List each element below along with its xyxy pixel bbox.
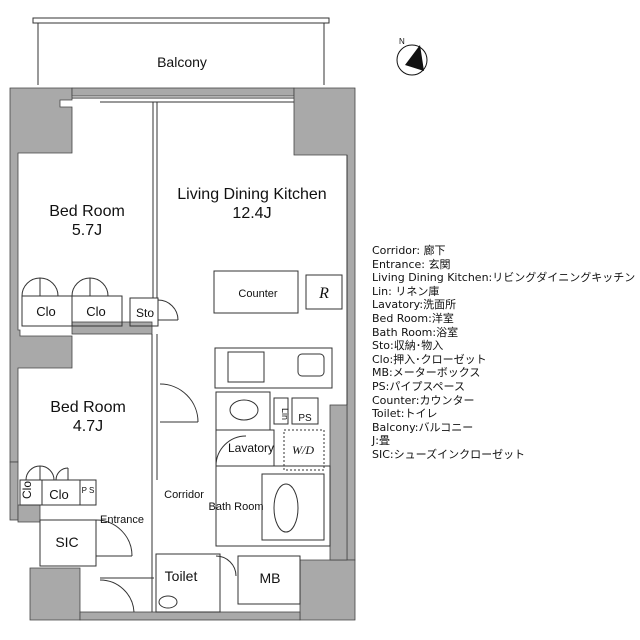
clo-2-label: Clo xyxy=(86,304,106,319)
room-labels: Balcony Bed Room 5.7J Living Dining Kitc… xyxy=(20,54,329,586)
legend-item: Bath Room:浴室 xyxy=(372,325,459,339)
toilet-label: Toilet xyxy=(165,568,198,584)
ps-2-label: P S xyxy=(82,486,95,495)
legend-item: J:畳 xyxy=(372,434,390,448)
corridor-label: Corridor xyxy=(164,489,204,501)
balcony xyxy=(32,17,330,85)
wd-label: W/D xyxy=(292,443,314,457)
entrance-label: Entrance xyxy=(100,514,144,526)
legend-item: Balcony:バルコニー xyxy=(372,420,474,434)
lin-label: Lin xyxy=(280,408,290,420)
bed-room-1-label: Bed Room xyxy=(49,203,125,220)
legend-item: MB:メーターボックス xyxy=(372,366,481,380)
bath-room-label: Bath Room xyxy=(208,501,263,513)
legend-item: Corridor: 廊下 xyxy=(372,244,446,257)
mb-label: MB xyxy=(260,570,281,586)
compass: N xyxy=(396,37,428,76)
legend-item: Counter:カウンター xyxy=(372,393,475,407)
bed-room-2-label: Bed Room xyxy=(50,399,126,416)
clo-3-label: Clo xyxy=(20,481,34,499)
clo-1-label: Clo xyxy=(36,304,56,319)
legend-item: Lin: リネン庫 xyxy=(372,284,440,298)
counter-label: Counter xyxy=(238,288,277,300)
legend-item: Living Dining Kitchen:リビングダイニングキッチン xyxy=(372,271,636,285)
legend-item: Clo:押入･クローゼット xyxy=(372,352,487,366)
refrigerator-label: R xyxy=(318,285,329,302)
ldk-size: 12.4J xyxy=(232,205,271,222)
bed-room-2-size: 4.7J xyxy=(73,418,103,435)
legend-item: Toilet:トイレ xyxy=(372,407,438,421)
legend-item: Entrance: 玄関 xyxy=(372,257,451,271)
ldk-label: Living Dining Kitchen xyxy=(177,186,326,203)
sto-label: Sto xyxy=(136,306,154,320)
legend-item: Lavatory:洗面所 xyxy=(372,298,457,312)
interior-lines xyxy=(19,97,348,613)
ps-1-label: PS xyxy=(298,413,312,424)
legend-item: SIC:シューズインクローゼット xyxy=(372,447,526,461)
legend-item: Bed Room:洋室 xyxy=(372,311,454,325)
compass-north-label: N xyxy=(399,37,405,46)
lavatory-label: Lavatory xyxy=(228,441,274,455)
bed-room-1-size: 5.7J xyxy=(72,222,102,239)
legend-item: Sto:収納･物入 xyxy=(372,339,444,353)
exterior-walls xyxy=(9,87,356,621)
balcony-label: Balcony xyxy=(157,54,207,70)
legend: Corridor: 廊下 Entrance: 玄関 Living Dining … xyxy=(372,244,635,462)
sic-label: SIC xyxy=(55,534,78,550)
legend-item: PS:パイプスペース xyxy=(372,379,466,393)
clo-4-label: Clo xyxy=(49,487,69,502)
